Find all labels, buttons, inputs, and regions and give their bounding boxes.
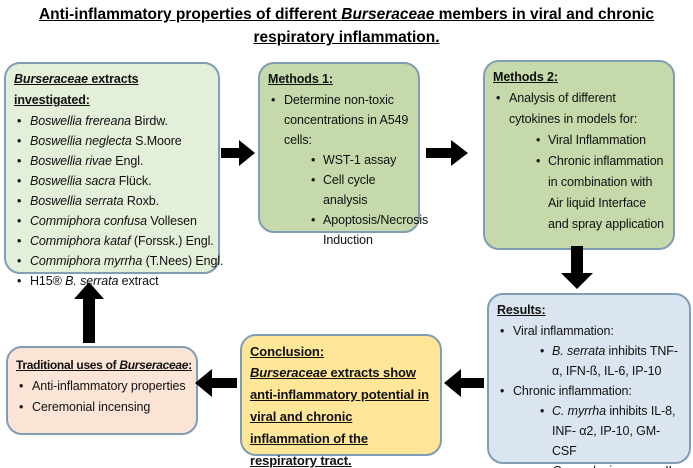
arrow-left-results-to-conclusion-icon xyxy=(444,369,484,397)
extract-item: Boswellia serrata Roxb. xyxy=(14,191,210,211)
arrow-up-traditional-to-extracts-icon xyxy=(74,282,104,343)
methods1-sub-item: WST-1 assay xyxy=(308,150,410,170)
methods2-sub-item: Viral Inflammation xyxy=(533,130,665,151)
extract-item: Commiphora myrrha (T.Nees) Engl. xyxy=(14,251,223,271)
methods1-heading: Methods 1: xyxy=(268,72,333,86)
extract-item: Commiphora confusa Vollesen xyxy=(14,211,210,231)
methods2-sub-item: Chronic inflammation in combination with… xyxy=(533,151,665,235)
methods2-list: Analysis of different cytokines in model… xyxy=(493,88,665,235)
extract-item: H15® B. serrata extract xyxy=(14,271,210,291)
conclusion-body: Burseraceae extracts show anti-inflammat… xyxy=(250,365,430,468)
title-part2: members in viral and chronic respiratory… xyxy=(253,6,655,47)
methods1-sub-item: Apoptosis/Necrosis Induction xyxy=(308,210,428,250)
methods2-heading: Methods 2: xyxy=(493,70,558,84)
methods1-bullet: Determine non-toxic concentrations in A5… xyxy=(268,90,428,250)
methods2-sublist: Viral Inflammation Chronic inflammation … xyxy=(533,130,665,235)
methods1-sub-item: Cell cycle analysis xyxy=(308,170,410,210)
results-bullet-chronic: Chronic inflammation: C. myrrha inhibits… xyxy=(497,381,681,468)
conclusion-heading: Conclusion: xyxy=(250,344,325,359)
conclusion-box: Conclusion: Burseraceae extracts show an… xyxy=(240,334,442,468)
methods2-bullet: Analysis of different cytokines in model… xyxy=(493,88,665,235)
extracts-list: Boswellia frereana Birdw. Boswellia negl… xyxy=(14,111,223,291)
arrow-left-conclusion-to-traditional-icon xyxy=(195,369,237,397)
extract-item: Boswellia frereana Birdw. xyxy=(14,111,210,131)
arrow-right-methods1-to-methods2-icon xyxy=(426,140,468,166)
results-sub-item: B. serrata inhibits TNF-α, IFN-ß, IL-6, … xyxy=(537,341,681,381)
extract-item: Boswellia sacra Flück. xyxy=(14,171,210,191)
arrow-down-methods2-to-results-icon xyxy=(561,246,593,289)
title-part1: Anti-inflammatory properties of differen… xyxy=(38,6,342,23)
results-heading: Results: xyxy=(497,303,546,317)
extracts-box: Burseraceae extracts investigated: Boswe… xyxy=(4,62,223,291)
extract-item: Boswellia neglecta S.Moore xyxy=(14,131,210,151)
extracts-heading-rest: extracts investigated: xyxy=(14,72,139,107)
results-sub-item: C. myrrha inhibits IL-8, INF- α2, IP-10,… xyxy=(537,401,681,461)
figure-title: Anti-inflammatory properties of differen… xyxy=(0,3,693,50)
traditional-item: Anti-inflammatory properties xyxy=(16,376,188,397)
methods1-list: Determine non-toxic concentrations in A5… xyxy=(268,90,428,250)
extract-item: Boswellia rivae Engl. xyxy=(14,151,210,171)
traditional-item: Ceremonial incensing xyxy=(16,397,188,418)
traditional-uses-box: Traditional uses of Burseraceae: Anti-in… xyxy=(6,346,198,435)
results-sub-item: C. myrrha increases IL-10 xyxy=(537,461,681,468)
results-bullet-viral: Viral inflammation: B. serrata inhibits … xyxy=(497,321,681,381)
results-box: Results: Viral inflammation: B. serrata … xyxy=(487,293,691,468)
title-species: Burseraceae xyxy=(341,6,435,23)
traditional-heading: Traditional uses of Burseraceae: xyxy=(16,358,192,372)
results-list: Viral inflammation: B. serrata inhibits … xyxy=(497,321,681,468)
extracts-heading: Burseraceae extracts investigated: xyxy=(14,69,210,111)
methods1-sublist: WST-1 assay Cell cycle analysis Apoptosi… xyxy=(308,150,428,250)
traditional-list: Anti-inflammatory properties Ceremonial … xyxy=(16,376,188,418)
methods2-box: Methods 2: Analysis of different cytokin… xyxy=(483,60,675,250)
extracts-heading-genus: Burseraceae xyxy=(14,72,88,86)
extract-item: Commiphora kataf (Forssk.) Engl. xyxy=(14,231,214,251)
methods1-box: Methods 1: Determine non-toxic concentra… xyxy=(258,62,428,247)
arrow-right-extracts-to-methods1-icon xyxy=(221,140,255,166)
